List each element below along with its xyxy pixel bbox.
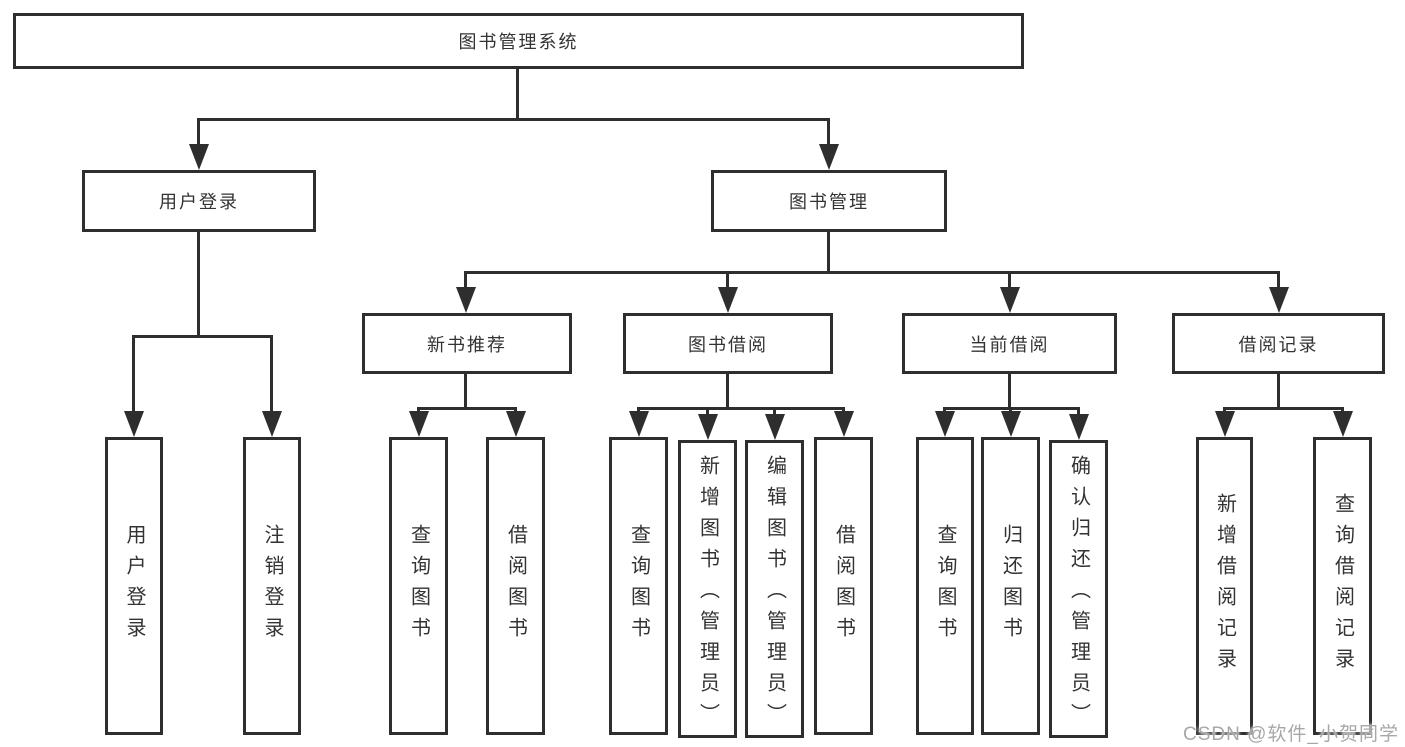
leaf-current-borrow-query-label: 查询图书 (934, 524, 956, 648)
leaf-new-book-query-label: 查询图书 (407, 524, 430, 648)
leaf-book-borrow-add-admin-label: 新增图书（管理员） (696, 455, 719, 734)
connector-current-borrow-stem (1008, 373, 1011, 407)
leaf-new-book-borrow-label: 借阅图书 (504, 524, 527, 648)
arrow-book-borrow-borrow (842, 407, 845, 411)
connector-user-login-rail (132, 335, 273, 338)
leaf-user-login-label: 用户登录 (123, 524, 145, 648)
leaf-logout: 注销登录 (243, 437, 301, 735)
arrow-borrow-record-add (1223, 407, 1226, 411)
leaf-new-book-borrow: 借阅图书 (486, 437, 545, 735)
leaf-borrow-record-add: 新增借阅记录 (1196, 437, 1253, 735)
arrow-to-borrow-record (1277, 271, 1280, 287)
leaf-new-book-query: 查询图书 (389, 437, 448, 735)
leaf-borrow-record-query: 查询借阅记录 (1313, 437, 1372, 735)
arrow-new-book-query (417, 407, 420, 411)
leaf-current-borrow-confirm-admin: 确认归还（管理员） (1049, 440, 1108, 738)
arrow-to-book-management-branch (827, 118, 830, 144)
leaf-current-borrow-confirm-admin-label: 确认归还（管理员） (1067, 455, 1090, 734)
node-current-borrow: 当前借阅 (902, 313, 1117, 374)
leaf-current-borrow-return: 归还图书 (981, 437, 1040, 735)
connector-book-management-stem (827, 231, 830, 272)
node-new-book-label: 新书推荐 (427, 334, 507, 355)
node-user-login-branch: 用户登录 (82, 170, 316, 232)
arrow-to-current-borrow (1008, 271, 1011, 287)
node-borrow-record: 借阅记录 (1172, 313, 1385, 374)
connector-root-stem (516, 68, 519, 119)
node-book-management-branch: 图书管理 (711, 170, 947, 232)
leaf-current-borrow-query: 查询图书 (916, 437, 974, 735)
leaf-borrow-record-add-label: 新增借阅记录 (1213, 493, 1236, 679)
connector-new-book-stem (464, 373, 467, 407)
connector-book-borrow-stem (726, 373, 729, 407)
leaf-book-borrow-borrow-label: 借阅图书 (832, 524, 855, 648)
connector-level2-rail (464, 271, 1279, 274)
leaf-book-borrow-query-label: 查询图书 (627, 524, 650, 648)
arrow-to-leaf-logout (270, 335, 273, 411)
connector-user-login-stem (197, 231, 200, 335)
leaf-user-login: 用户登录 (105, 437, 163, 735)
arrow-current-borrow-query (943, 407, 946, 411)
leaf-logout-label: 注销登录 (261, 524, 283, 648)
arrow-to-book-borrow (726, 271, 729, 287)
node-borrow-record-label: 借阅记录 (1238, 334, 1319, 355)
arrow-borrow-record-query (1341, 407, 1344, 411)
connector-book-borrow-rail (637, 407, 845, 410)
connector-borrow-record-rail (1223, 407, 1344, 410)
arrow-to-user-login-branch (197, 118, 200, 144)
arrow-book-borrow-query (637, 407, 640, 411)
node-new-book: 新书推荐 (362, 313, 572, 374)
node-book-management-branch-label: 图书管理 (789, 192, 869, 212)
leaf-book-borrow-edit-admin: 编辑图书（管理员） (745, 440, 804, 738)
csdn-watermark: CSDN @软件_小贺同学 (1183, 724, 1399, 745)
leaf-book-borrow-borrow: 借阅图书 (814, 437, 873, 735)
node-current-borrow-label: 当前借阅 (969, 334, 1050, 355)
node-root-label: 图书管理系统 (458, 32, 579, 52)
leaf-current-borrow-return-label: 归还图书 (999, 524, 1022, 648)
arrow-current-borrow-confirm (1077, 407, 1080, 414)
arrow-to-leaf-user-login (132, 335, 135, 411)
arrow-to-new-book (464, 271, 467, 287)
leaf-borrow-record-query-label: 查询借阅记录 (1331, 493, 1354, 679)
node-book-borrow: 图书借阅 (623, 313, 833, 374)
connector-new-book-rail (417, 407, 516, 410)
arrow-new-book-borrow (514, 407, 517, 411)
node-root: 图书管理系统 (13, 13, 1024, 69)
leaf-book-borrow-add-admin: 新增图书（管理员） (678, 440, 737, 738)
arrow-current-borrow-return (1009, 407, 1012, 411)
connector-borrow-record-stem (1277, 373, 1280, 407)
leaf-book-borrow-query: 查询图书 (609, 437, 668, 735)
node-book-borrow-label: 图书借阅 (688, 334, 768, 355)
arrow-book-borrow-edit (773, 407, 776, 414)
arrow-book-borrow-add (706, 407, 709, 414)
connector-level1-rail (197, 118, 830, 121)
leaf-book-borrow-edit-admin-label: 编辑图书（管理员） (763, 455, 786, 734)
node-user-login-branch-label: 用户登录 (159, 192, 239, 212)
